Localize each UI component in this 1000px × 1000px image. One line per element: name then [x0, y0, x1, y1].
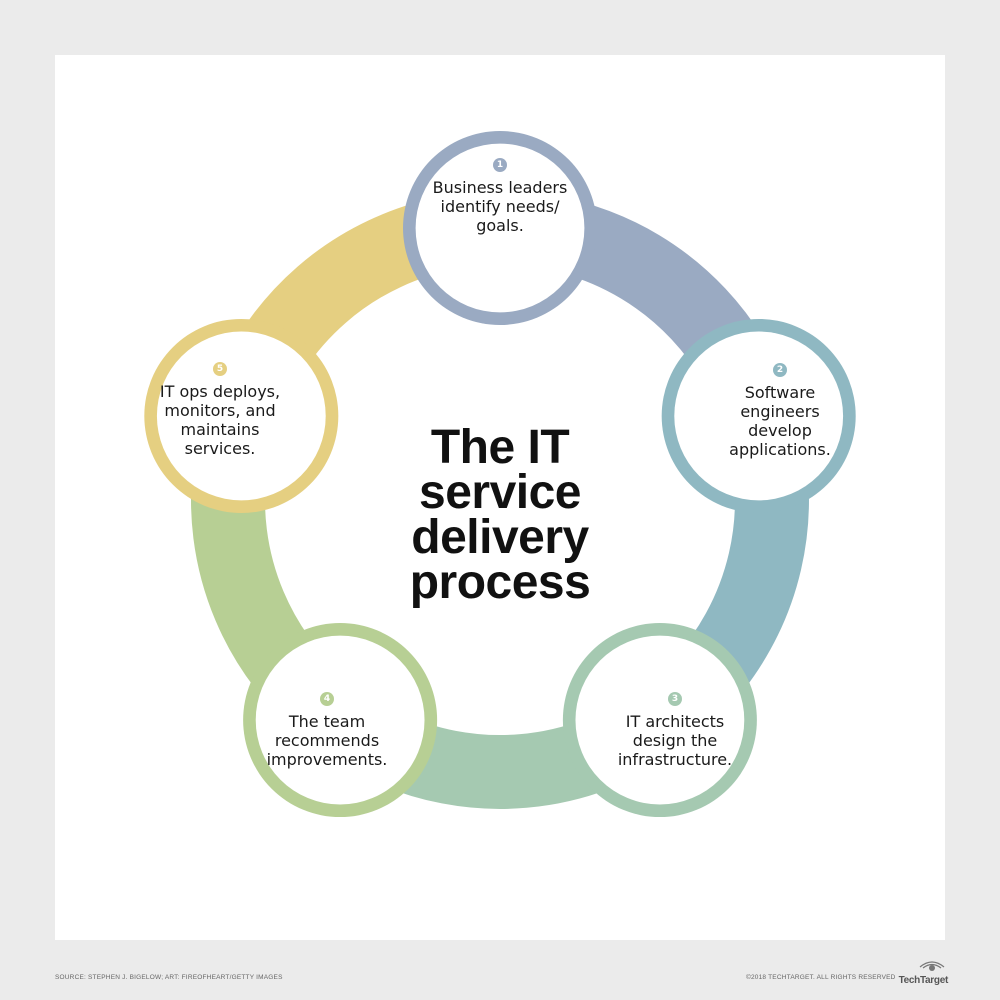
step-4-number-badge: 4 [320, 692, 334, 706]
step-5-text: IT ops deploys, monitors, and maintains … [159, 382, 281, 458]
step-3-circle [575, 635, 745, 805]
step-1-label: 1 Business leaders identify needs/ goals… [420, 158, 580, 235]
source-credit: SOURCE: STEPHEN J. BIGELOW; ART: FIREOFH… [55, 974, 283, 981]
step-5-number-badge: 5 [213, 362, 227, 376]
step-2-circle [674, 331, 844, 501]
step-5-label: 5 IT ops deploys, monitors, and maintain… [140, 362, 300, 458]
step-2-text: Software engineers develop applications. [729, 383, 831, 459]
step-3-label: 3 IT architects design the infrastructur… [595, 692, 755, 769]
step-circles [144, 131, 856, 818]
step-3-text: IT architects design the infrastructure. [617, 712, 733, 769]
techtarget-logo: TechTarget [896, 958, 948, 986]
step-2-number-badge: 2 [773, 363, 787, 377]
eye-icon [919, 961, 945, 971]
copyright-notice: ©2018 TECHTARGET. ALL RIGHTS RESERVED [746, 974, 896, 981]
step-4-label: 4 The team recommends improvements. [247, 692, 407, 769]
step-5-circle [156, 331, 326, 501]
step-4-text: The team recommends improvements. [266, 712, 388, 769]
logo-wordmark: TechTarget [898, 975, 949, 986]
diagram-title: The IT service delivery process [409, 421, 591, 609]
step-2-label: 2 Software engineers develop application… [700, 363, 860, 459]
step-1-number-badge: 1 [493, 158, 507, 172]
step-4-circle [255, 635, 425, 805]
step-1-text: Business leaders identify needs/ goals. [432, 178, 568, 235]
step-3-number-badge: 3 [668, 692, 682, 706]
step-1-circle [415, 143, 585, 313]
